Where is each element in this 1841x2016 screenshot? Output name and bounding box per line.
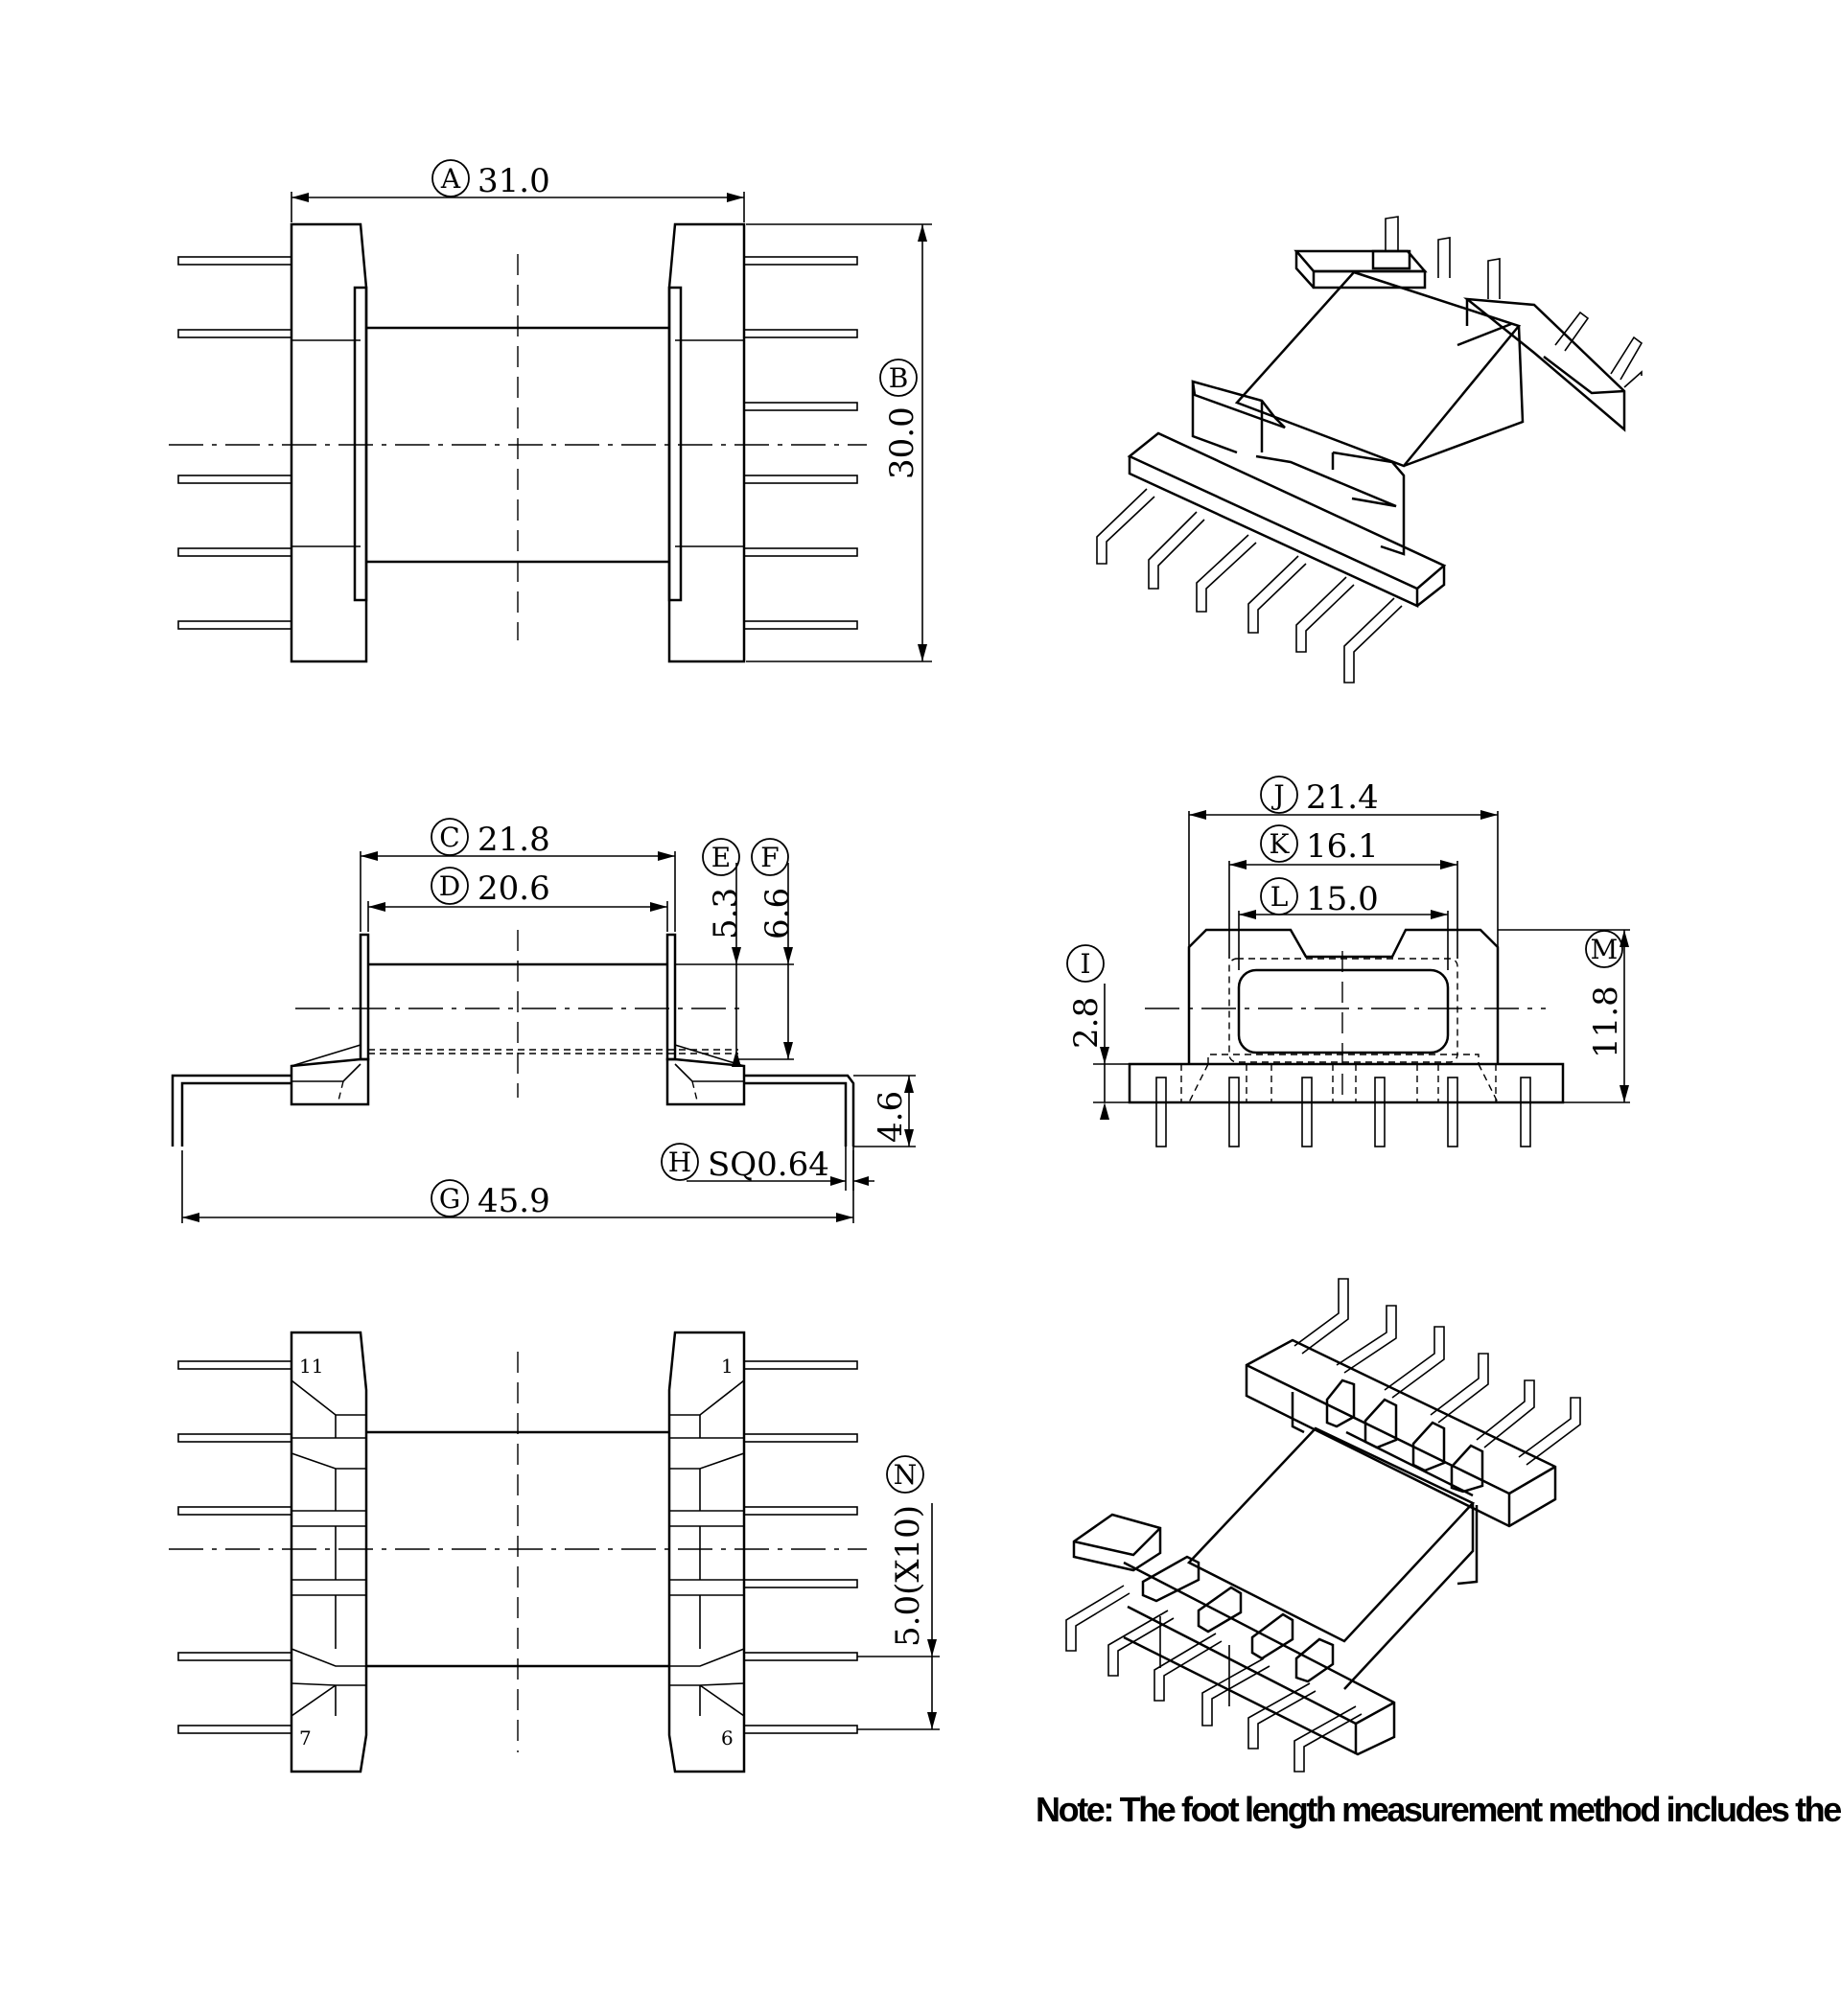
dim-a-label: A 31.0 <box>431 159 550 200</box>
svg-text:N: N <box>894 1459 918 1491</box>
bottom-view: 11 1 7 6 N 5.0(X10) <box>169 1331 940 1773</box>
svg-text:D: D <box>439 870 460 902</box>
top-view: A 31.0 B 30.0 <box>169 159 932 663</box>
dim-d-label: D 20.6 <box>431 867 550 908</box>
note-text: Note: The foot length measurement method… <box>1036 1790 1841 1829</box>
svg-text:16.1: 16.1 <box>1306 827 1379 866</box>
dim-g-label: G 45.9 <box>431 1179 550 1220</box>
dim-b-label: B 30.0 <box>879 359 921 479</box>
pin-label-7: 7 <box>299 1726 312 1750</box>
bottom-view-pins-right <box>743 1360 858 1734</box>
isometric-view-top <box>1096 216 1643 684</box>
dim-k-label: K 16.1 <box>1260 824 1379 866</box>
dim-i-label: I 2.8 <box>1066 944 1106 1049</box>
svg-text:2.8: 2.8 <box>1067 997 1106 1049</box>
end-view: J 21.4 K 16.1 L 15.0 M 11.8 <box>1066 776 1630 1147</box>
svg-text:E: E <box>711 842 731 873</box>
dim-c-label: C 21.8 <box>431 818 550 859</box>
dim-m-label: M 11.8 <box>1585 930 1625 1058</box>
pin-label-6: 6 <box>721 1726 734 1750</box>
dim-j-label: J 21.4 <box>1260 776 1379 817</box>
dim-e-label: E 5.3 <box>702 838 745 939</box>
dim-n-label: N 5.0(X10) <box>886 1455 927 1647</box>
bottom-view-pins-left <box>177 1360 292 1734</box>
svg-text:15.0: 15.0 <box>1306 880 1379 918</box>
svg-text:30.0: 30.0 <box>883 406 921 479</box>
svg-text:SQ0.64: SQ0.64 <box>708 1146 829 1184</box>
svg-text:A: A <box>440 163 461 195</box>
svg-text:5.3: 5.3 <box>707 888 745 939</box>
side-view: C 21.8 D 20.6 E 5.3 F 6.6 <box>171 818 916 1223</box>
svg-text:5.0(X10): 5.0(X10) <box>889 1505 927 1647</box>
svg-text:B: B <box>889 362 909 394</box>
svg-text:G: G <box>439 1183 460 1215</box>
svg-text:L: L <box>1270 881 1289 913</box>
dim-4-6-label: 4.6 <box>872 1091 910 1143</box>
dim-l-label: L 15.0 <box>1260 877 1379 918</box>
svg-text:I: I <box>1080 948 1090 980</box>
svg-text:H: H <box>668 1147 691 1178</box>
svg-text:45.9: 45.9 <box>478 1182 550 1220</box>
svg-text:6.6: 6.6 <box>758 888 797 939</box>
svg-text:21.8: 21.8 <box>478 821 550 859</box>
svg-text:F: F <box>760 842 779 873</box>
svg-text:J: J <box>1270 779 1284 811</box>
isometric-view-bottom <box>1065 1278 1581 1773</box>
end-view-pins <box>1155 1064 1531 1147</box>
svg-text:20.6: 20.6 <box>478 869 550 908</box>
dim-f-label: F 6.6 <box>751 838 797 939</box>
svg-text:C: C <box>439 822 459 853</box>
dim-h-label: H SQ0.64 <box>661 1143 829 1184</box>
svg-text:11.8: 11.8 <box>1587 985 1625 1058</box>
top-view-pins-right <box>743 256 858 630</box>
svg-text:K: K <box>1270 828 1291 860</box>
svg-text:31.0: 31.0 <box>478 162 550 200</box>
pin-label-1: 1 <box>721 1355 734 1378</box>
svg-text:21.4: 21.4 <box>1306 778 1379 817</box>
top-view-pins-left <box>177 256 292 630</box>
pin-label-11: 11 <box>299 1355 323 1378</box>
svg-text:M: M <box>1591 934 1619 965</box>
